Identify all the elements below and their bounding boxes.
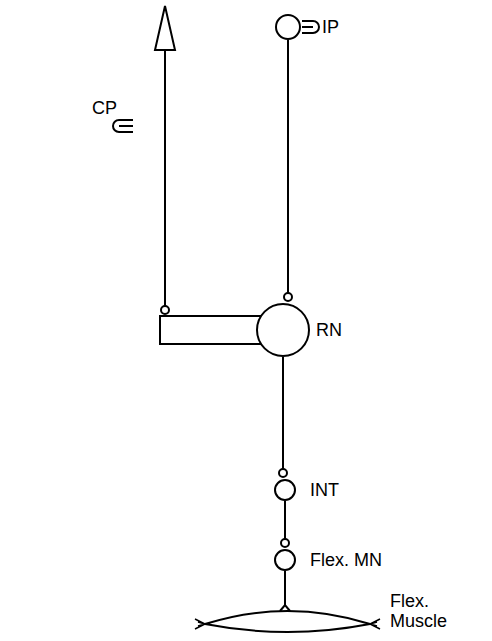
- node-outline: [195, 604, 380, 638]
- stimulating-electrode: [113, 120, 133, 132]
- muscle-belly: [205, 611, 370, 632]
- soma-circle: [276, 15, 300, 39]
- node-outline: [274, 549, 296, 571]
- stimulating-electrode: [119, 125, 133, 127]
- soma-circle: [275, 480, 295, 500]
- neuron-soma: RN: [256, 303, 310, 357]
- ascending-axon: [164, 50, 166, 306]
- synaptic-connection: [279, 357, 287, 477]
- neuron-soma: Flex. MN: [274, 549, 296, 571]
- node-outline: [274, 479, 296, 501]
- muscle-shape: Flex. Muscle: [195, 604, 380, 638]
- stimulating-electrode: [302, 21, 319, 33]
- axon-line: [284, 571, 286, 605]
- node-outline: [256, 303, 310, 357]
- arrow-head: [155, 6, 175, 50]
- node-outline: [275, 14, 301, 40]
- axon-terminal: [161, 306, 169, 314]
- axon-line: [284, 501, 286, 539]
- structure-label: Flex. Muscle: [390, 591, 460, 631]
- synaptic-connection: [281, 501, 289, 547]
- structure-label: Flex. MN: [310, 550, 382, 570]
- synaptic-terminal: [284, 293, 292, 301]
- structure-label: IP: [322, 17, 339, 37]
- synaptic-connection: [284, 40, 292, 301]
- soma-circle: [275, 550, 295, 570]
- soma-circle: [257, 304, 309, 356]
- synaptic-terminal: [279, 469, 287, 477]
- tendon: [195, 619, 380, 629]
- structure-label: RN: [316, 320, 342, 340]
- structure-label: INT: [310, 480, 339, 500]
- axon-line: [282, 357, 284, 469]
- synaptic-connection: [280, 571, 290, 611]
- axon-line: [287, 40, 289, 293]
- neuron-soma: IP: [275, 14, 301, 40]
- electrode-label: CP: [92, 98, 117, 118]
- synaptic-terminal: [281, 539, 289, 547]
- stimulating-electrode: [302, 26, 313, 28]
- neuron-soma: INT: [274, 479, 296, 501]
- axon-hillock: [160, 316, 262, 344]
